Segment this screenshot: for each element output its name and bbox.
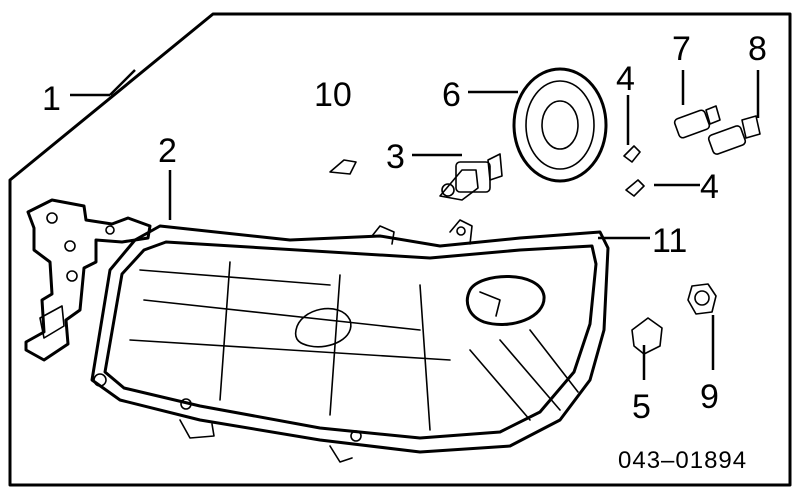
callout-8: 8 bbox=[748, 30, 767, 68]
callout-3: 3 bbox=[386, 138, 405, 176]
bulb-5 bbox=[631, 317, 663, 355]
callout-2: 2 bbox=[158, 132, 177, 170]
callout-7: 7 bbox=[672, 30, 691, 68]
wedge-bulb-4-upper bbox=[623, 145, 641, 163]
bulb-3 bbox=[439, 153, 503, 201]
assembly-boundary bbox=[8, 12, 792, 487]
callout-labels: 1 2 3 4 4 5 6 7 8 9 10 11 bbox=[42, 30, 767, 426]
wedge-bulb-4-lower bbox=[625, 179, 645, 197]
socket-7 bbox=[673, 105, 721, 139]
socket-8 bbox=[707, 115, 761, 155]
callout-11: 11 bbox=[652, 222, 687, 260]
callout-4-lower: 4 bbox=[700, 168, 719, 206]
socket-ring-6 bbox=[512, 67, 608, 183]
leader-lines bbox=[70, 69, 760, 380]
mounting-bracket bbox=[24, 198, 152, 362]
callout-5: 5 bbox=[632, 388, 651, 426]
clip-10 bbox=[329, 159, 357, 175]
callout-4-upper: 4 bbox=[616, 60, 635, 98]
callout-9: 9 bbox=[700, 378, 719, 416]
callout-6: 6 bbox=[442, 76, 461, 114]
socket-9 bbox=[687, 283, 717, 315]
diagram-part-number: 043–01894 bbox=[618, 447, 747, 474]
callout-10: 10 bbox=[314, 76, 352, 114]
callout-1: 1 bbox=[42, 80, 61, 118]
headlamp-housing bbox=[90, 219, 610, 463]
